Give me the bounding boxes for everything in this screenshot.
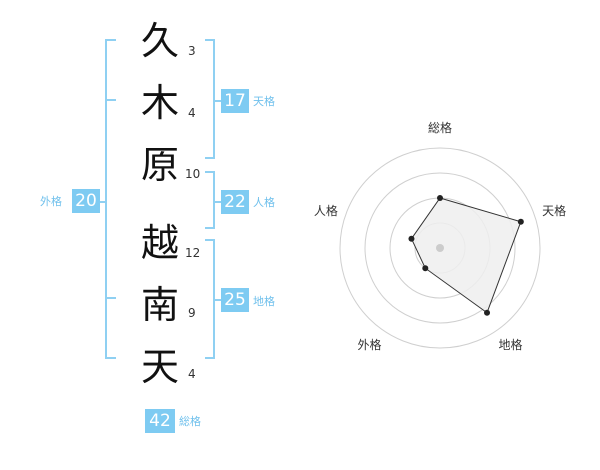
stroke-count-6: 4	[188, 367, 196, 381]
radar-point-5	[408, 235, 415, 242]
tenkaku-bracket	[205, 39, 215, 159]
radar-axis-label-1: 総格	[428, 120, 452, 135]
stroke-count-3: 10	[185, 167, 201, 181]
radar-point-1	[437, 195, 443, 201]
stroke-count-2: 4	[188, 106, 196, 120]
gaikaku-bracket	[105, 39, 116, 359]
jinkaku-label: 人格	[253, 196, 275, 209]
stroke-count-4: 12	[185, 246, 201, 260]
stroke-count-1: 3	[188, 44, 196, 58]
radar-shape	[410, 197, 522, 314]
chikaku-label: 地格	[253, 295, 275, 308]
name-char-3: 原	[140, 143, 179, 187]
radar-axis-label-5: 人格	[314, 203, 338, 218]
radar-points	[408, 195, 524, 316]
tenkaku-label: 天格	[253, 95, 275, 108]
radar-point-3	[484, 309, 491, 316]
gaikaku-score: 20	[72, 189, 100, 213]
name-char-4: 越	[140, 221, 179, 265]
radar-point-4	[422, 265, 429, 272]
name-char-6: 天	[140, 345, 179, 389]
name-char-1: 久	[140, 19, 179, 63]
name-char-2: 木	[140, 81, 179, 125]
chikaku-bracket	[205, 239, 215, 359]
soukaku-label: 総格	[179, 415, 201, 428]
radar-ring-3	[364, 172, 516, 324]
jinkaku-bracket	[205, 171, 215, 229]
chikaku-score: 25	[221, 288, 249, 312]
jinkaku-score: 22	[221, 190, 249, 214]
bracket-lines	[98, 39, 222, 359]
radar-ring-4	[339, 147, 541, 349]
radar-axis-label-2: 天格	[542, 203, 566, 218]
radar-point-2	[517, 218, 524, 225]
radar-center-dot	[436, 244, 444, 252]
name-char-5: 南	[140, 283, 179, 327]
tenkaku-score: 17	[221, 89, 249, 113]
radar-axis-label-3: 地格	[499, 337, 523, 352]
soukaku-score: 42	[145, 409, 175, 433]
radar-axis-label-4: 外格	[357, 337, 381, 352]
stroke-count-5: 9	[188, 306, 196, 320]
gaikaku-label: 外格	[40, 195, 62, 208]
